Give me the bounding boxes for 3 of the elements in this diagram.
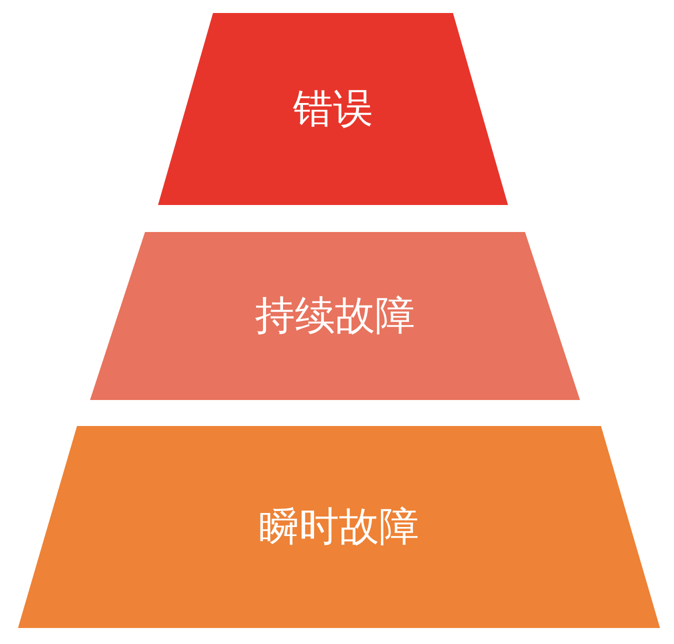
level-label: 瞬时故障	[258, 503, 420, 551]
level-label: 错误	[292, 85, 374, 133]
level-label: 持续故障	[254, 292, 416, 340]
